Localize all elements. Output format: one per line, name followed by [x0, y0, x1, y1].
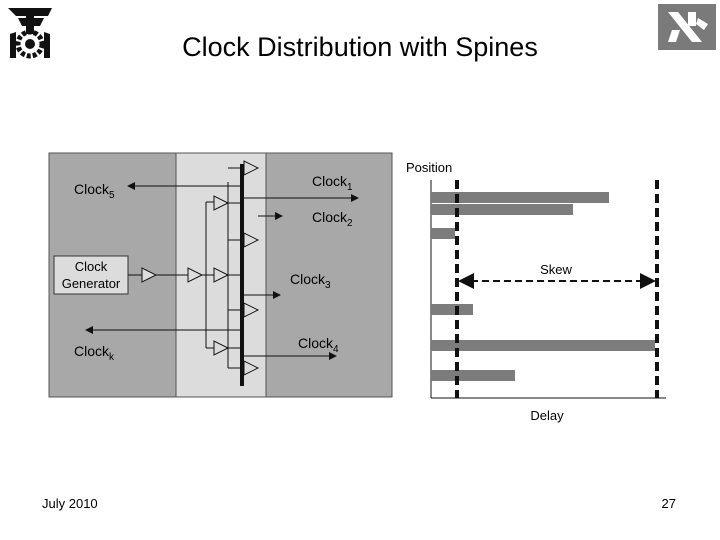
clock5-label: Clock5: [74, 181, 115, 201]
buffer-icon: [213, 267, 230, 283]
clock-generator-box: [53, 255, 129, 295]
delay-bar: [431, 340, 655, 351]
skew-label: Skew: [540, 262, 572, 277]
buffer-icon: [213, 340, 230, 356]
clock-generator-label-1: Clock: [75, 259, 108, 274]
clock-generator-label-2: Generator: [62, 276, 121, 291]
slide-title: Clock Distribution with Spines: [182, 32, 538, 62]
clock2-label: Clock2: [312, 209, 353, 229]
page-number: 27: [661, 496, 676, 511]
position-axis-label: Position: [406, 160, 452, 175]
clock1-label: Clock1: [312, 173, 353, 193]
footer-date: July 2010: [42, 496, 98, 511]
clock4-label: Clock4: [298, 335, 339, 355]
technion-logo: [4, 4, 56, 62]
right-region: [265, 152, 393, 398]
buffer-icon: [187, 267, 204, 283]
buffer-icon: [141, 267, 158, 283]
delay-bar: [431, 204, 573, 215]
delay-bar: [431, 370, 515, 381]
department-logo: [658, 4, 716, 50]
spine-schematic: Clock Generator Clock5 Clock1 Clock2 Clo…: [48, 152, 393, 398]
clock3-label: Clock3: [290, 271, 331, 291]
delay-bar: [431, 304, 473, 315]
clock-spine: [240, 164, 244, 386]
delay-axis-label: Delay: [530, 408, 564, 423]
clockk-label: Clockk: [74, 343, 115, 363]
skew-diagram: Position Delay Skew: [406, 160, 666, 423]
delay-bar: [431, 228, 455, 239]
buffer-icon: [213, 195, 230, 211]
delay-bar: [431, 192, 609, 203]
